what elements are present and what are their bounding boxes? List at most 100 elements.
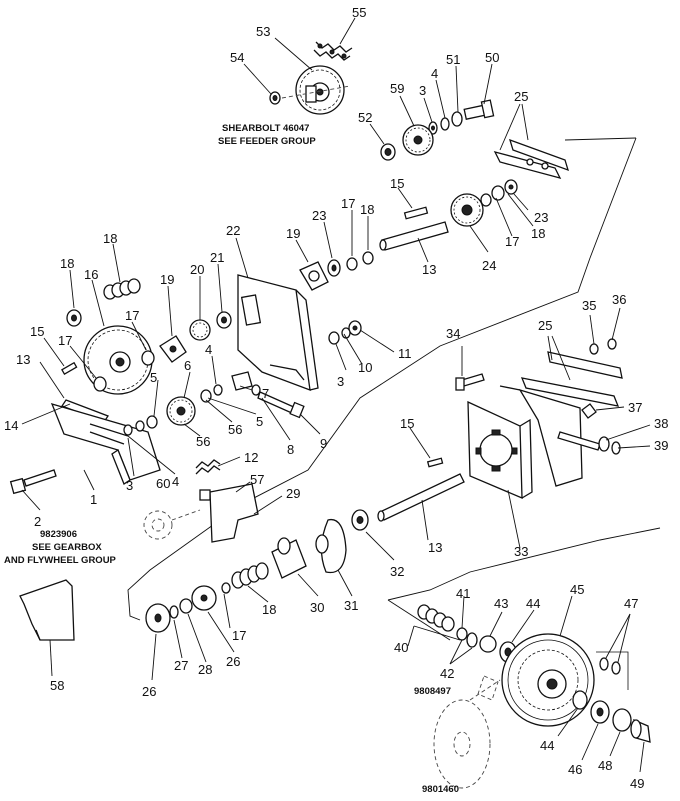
callout-59: 59 [390,81,404,96]
part-washer-17-top [346,257,358,271]
callout-4-left: 4 [172,474,179,489]
callout-60: 60 [156,476,170,491]
part-washer-36 [607,338,617,350]
part-sprocket-6 [166,396,196,426]
shearbolt-note-line2: SEE FEEDER GROUP [218,136,316,147]
shearbolt-note: SHEARBOLT 46047 SEE FEEDER GROUP [218,123,316,147]
callout-33: 33 [514,544,528,559]
callout-53: 53 [256,24,270,39]
part-sprocket-53 [295,65,345,115]
gearbox-note-line1: SEE GEARBOX [32,542,102,553]
part-frame-33-back [499,385,583,487]
callout-25-right: 25 [538,318,552,333]
part-bearing-44-bottom [572,690,588,710]
part-washer-28 [179,598,193,614]
callout-1: 1 [90,492,97,507]
part-gear-43 [479,635,497,653]
callout-30: 30 [310,600,324,615]
callout-57: 57 [250,472,264,487]
callout-52: 52 [358,110,372,125]
callout-26-left: 26 [142,684,156,699]
callout-50: 50 [485,50,499,65]
callout-18-bottom: 18 [262,602,276,617]
callout-39: 39 [654,438,668,453]
part-washers-51-4-3 [428,111,463,135]
part-washer-17-bottom [221,582,231,594]
part-link-plates-25-top [493,138,569,179]
callout-41: 41 [456,586,470,601]
callout-18-right: 18 [531,226,545,241]
part-bracket-57 [199,483,259,543]
part-washers-41-42 [456,627,478,648]
callout-24: 24 [482,258,496,273]
callout-22: 22 [226,223,240,238]
callout-4-top: 4 [431,66,438,81]
part-key-15-mid [426,457,444,468]
part-pin-37 [581,403,597,419]
part-gear-46 [590,700,610,724]
callout-7: 7 [262,386,269,401]
part-bolt-34 [455,373,485,391]
part-washer-27 [169,605,179,619]
callout-17-right: 17 [505,234,519,249]
callout-8: 8 [287,442,294,457]
callout-40: 40 [394,640,408,655]
callout-11: 11 [398,346,412,361]
part-bearing-21 [216,311,232,329]
callout-17-top: 17 [341,196,355,211]
part-number-9801460: 9801460 [422,784,459,795]
part-flange-19-left [159,335,187,363]
part-number-9808497: 9808497 [414,686,451,697]
callout-17-bottom: 17 [232,628,246,643]
callout-3-top: 3 [419,83,426,98]
part-gear-20 [189,319,211,341]
part-flange-19-top [299,261,329,291]
part-washer-54 [269,91,281,105]
part-block-7 [231,371,253,391]
part-washer-17-left [93,350,155,392]
callout-42: 42 [440,666,454,681]
part-washer-5-4-left [123,415,158,436]
part-washer-35 [589,343,599,355]
callout-37: 37 [628,400,642,415]
callout-34: 34 [446,326,460,341]
callout-13-mid: 13 [428,540,442,555]
part-washers-18-left [103,278,141,300]
part-bracket-22 [237,274,319,391]
callout-16: 16 [84,267,98,282]
part-flange-26-left [145,603,171,633]
callout-23-top: 23 [312,208,326,223]
callout-26-right: 26 [226,654,240,669]
part-washer-8 [251,384,261,396]
callout-27: 27 [174,658,188,673]
part-link-plates-25-right [520,351,623,407]
callout-46: 46 [568,762,582,777]
callout-13-top: 13 [422,262,436,277]
callout-54: 54 [230,50,244,65]
gearbox-note-code: 9823906 [40,529,77,540]
callout-18-left-top: 18 [103,231,117,246]
callout-4-center: 4 [205,342,212,357]
part-bolt-2 [9,469,57,495]
callout-58: 58 [50,678,64,693]
callout-25-top: 25 [514,89,528,104]
part-sprocket-24 [450,193,484,227]
part-gear-sketch-dashed [143,509,201,540]
callout-12: 12 [244,450,258,465]
part-bolt-50 [463,99,495,120]
callout-21: 21 [210,250,224,265]
callout-55: 55 [352,5,366,20]
callout-15-top: 15 [390,176,404,191]
part-bearing-23-top [327,259,341,277]
callout-15-left: 15 [30,324,44,339]
axis-line-54 [281,85,351,99]
callout-17-left-mid: 17 [125,308,139,323]
part-gear-31 [315,518,347,574]
callout-15-mid: 15 [400,416,414,431]
part-key-15-top [403,206,429,220]
callout-31: 31 [344,598,358,613]
part-plate-33 [467,400,533,499]
part-bearing-18-left [66,309,82,327]
callout-leader-lines [21,17,651,773]
